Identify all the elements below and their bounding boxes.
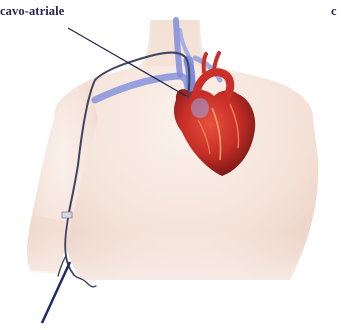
label-cavo-atriale: cavo-atriale [0,4,64,19]
fade-overlay [0,230,341,325]
label-fragment-right: c [331,4,337,19]
